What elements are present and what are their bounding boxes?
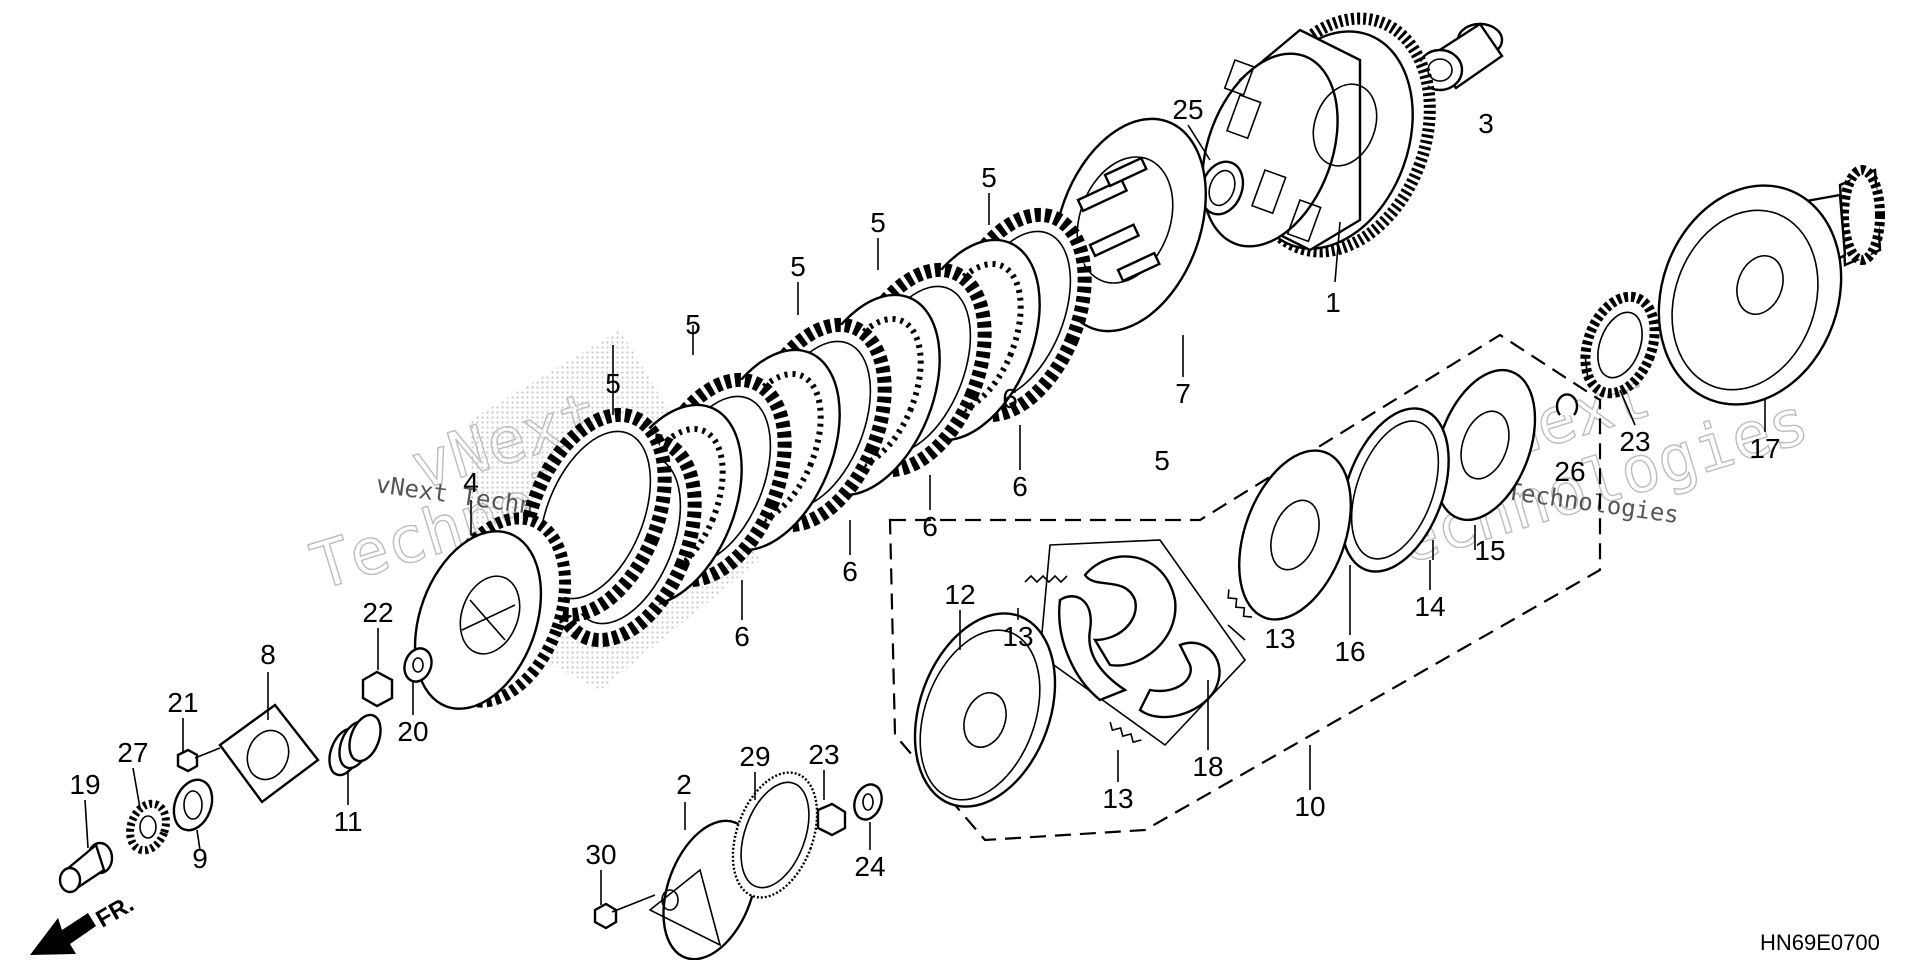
- front-direction-arrow: FR.: [30, 890, 138, 955]
- callout-13-b: 13: [1264, 623, 1295, 654]
- callout-29: 29: [739, 741, 770, 772]
- bearing-part-27: [126, 799, 170, 855]
- callout-19: 19: [69, 769, 100, 800]
- ring-part-14: [1340, 407, 1450, 573]
- callout-5-f: 5: [1154, 445, 1170, 476]
- callout-15: 15: [1474, 535, 1505, 566]
- callout-21: 21: [167, 687, 198, 718]
- callout-23-upper: 23: [1619, 426, 1650, 457]
- callout-6-e: 6: [1002, 383, 1018, 414]
- callout-20: 20: [397, 716, 428, 747]
- callout-5-d: 5: [870, 207, 886, 238]
- callout-6-c: 6: [842, 556, 858, 587]
- spring-part-11: [328, 713, 382, 777]
- callout-12: 12: [944, 579, 975, 610]
- lifter-piece-part-19: [58, 841, 114, 894]
- callout-11: 11: [333, 806, 362, 837]
- clutch-outer-part-1: [1201, 12, 1436, 258]
- bolt-part-30: [593, 894, 656, 930]
- clutch-disc-stack: [518, 207, 1092, 648]
- callout-7: 7: [1175, 378, 1191, 409]
- callout-13-a: 13: [1002, 621, 1033, 652]
- lifter-plate-part-8: [218, 703, 320, 804]
- bearing-part-9: [172, 778, 214, 832]
- callout-3: 3: [1478, 108, 1494, 139]
- callout-24: 24: [854, 851, 885, 882]
- pressure-plate-part-4: [413, 512, 572, 710]
- callout-25: 25: [1172, 94, 1203, 125]
- callout-5-c: 5: [790, 251, 806, 282]
- callout-2: 2: [676, 769, 692, 800]
- callout-5-b: 5: [685, 309, 701, 340]
- front-arrow-icon: [30, 913, 96, 955]
- bearing-part-23-upper: [1580, 291, 1660, 399]
- callout-1: 1: [1325, 287, 1341, 318]
- callout-14: 14: [1414, 591, 1445, 622]
- drive-plate-part-17: [1657, 165, 1885, 406]
- diagram-code: HN69E0700: [1760, 930, 1880, 955]
- callout-4: 4: [463, 467, 479, 498]
- callout-22: 22: [362, 597, 393, 628]
- callout-8: 8: [260, 639, 276, 670]
- washer-part-24: [853, 783, 883, 821]
- spring-part-13-b: [1227, 589, 1253, 618]
- bolt-part-21: [176, 747, 221, 773]
- plate-part-16: [1238, 449, 1352, 621]
- callout-18: 18: [1192, 751, 1223, 782]
- plate-part-15: [1433, 368, 1537, 522]
- callout-10: 10: [1294, 791, 1325, 822]
- callout-9: 9: [192, 843, 208, 874]
- callout-26: 26: [1554, 456, 1585, 487]
- callout-6-b: 6: [922, 511, 938, 542]
- callout-27: 27: [117, 737, 148, 768]
- callout-5-a: 5: [605, 368, 621, 399]
- gasket-part-29: [731, 771, 819, 899]
- collar-part-3: [1416, 22, 1504, 92]
- callout-labels: 1 2 3 4 5 5 5 5 5 5 6 6 6 6 6 7 8 9 10 1…: [69, 94, 1780, 882]
- spring-part-13-a: [1024, 574, 1068, 584]
- callout-13-c: 13: [1102, 783, 1133, 814]
- nut-part-23-lower: [816, 802, 847, 837]
- clutch-center-part-7: [1053, 117, 1207, 333]
- clutch-weights-part-18: [1058, 555, 1221, 719]
- spring-part-13-c: [1109, 721, 1142, 744]
- callout-6-d: 6: [734, 621, 750, 652]
- washer-part-20: [403, 647, 433, 683]
- callout-30: 30: [585, 839, 616, 870]
- leader-lines: [84, 124, 1766, 905]
- callout-5-e: 5: [981, 162, 997, 193]
- nut-part-22: [361, 670, 394, 708]
- callout-16: 16: [1334, 636, 1365, 667]
- callout-6-a: 6: [1012, 471, 1028, 502]
- callout-17: 17: [1749, 433, 1780, 464]
- drive-plate-part-12: [913, 612, 1057, 808]
- direction-label: FR.: [92, 890, 139, 933]
- callout-23-lower: 23: [808, 739, 839, 770]
- clip-part-26: [1555, 393, 1579, 416]
